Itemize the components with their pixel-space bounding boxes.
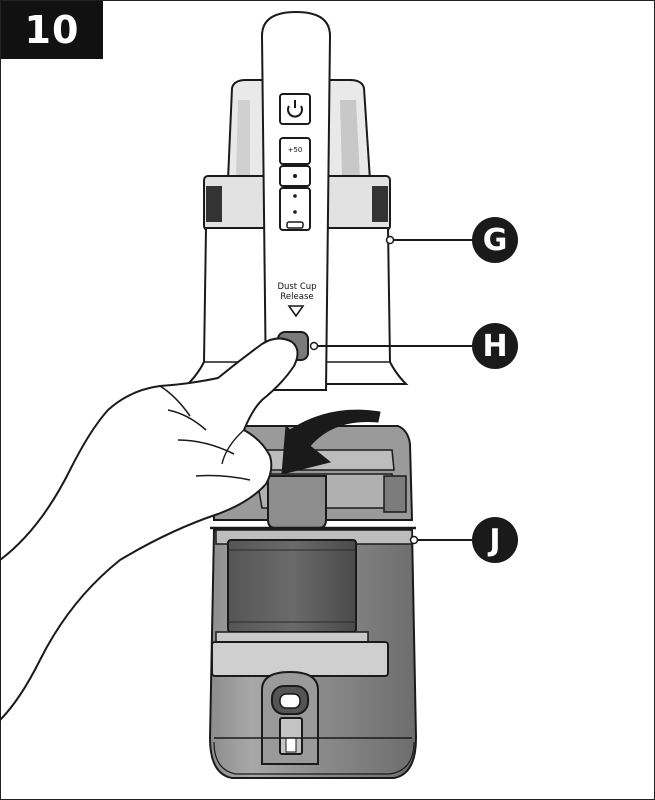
callout-j: J [472, 517, 518, 563]
callout-g: G [472, 217, 518, 263]
boost-button-label: +50 [287, 146, 303, 154]
indicator-panel [279, 187, 311, 231]
step-number-badge: 10 [1, 1, 103, 59]
dust-cup-release-label: Dust Cup Release [277, 282, 317, 302]
power-icon [287, 100, 303, 118]
curved-arrow-icon [281, 409, 381, 475]
boost-button [279, 137, 311, 165]
filter [227, 539, 357, 633]
inner-tube [267, 475, 327, 529]
down-triangle-icon [287, 305, 305, 318]
power-button [279, 93, 311, 125]
callout-h: H [472, 323, 518, 369]
pointing-hand [0, 337, 299, 722]
